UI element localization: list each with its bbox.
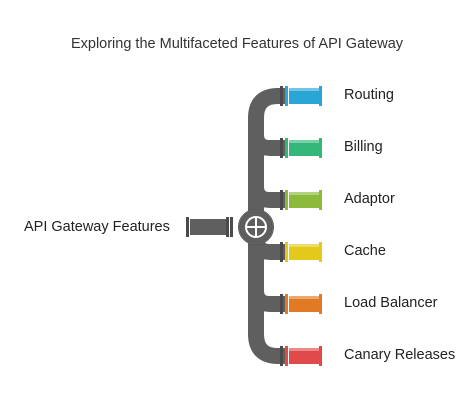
feature-connector-0 (289, 88, 319, 104)
root-label: API Gateway Features (24, 219, 170, 235)
flange (285, 190, 288, 210)
diagram-title: Exploring the Multifaceted Features of A… (70, 36, 404, 52)
connector-highlight (289, 88, 319, 91)
feature-label-3: Cache (344, 243, 386, 259)
input-pipe (190, 219, 226, 235)
valve-rim (238, 209, 274, 245)
branch-pipe (248, 133, 280, 156)
end-flange (319, 294, 322, 314)
connector-highlight (289, 244, 319, 247)
flange (280, 242, 283, 262)
feature-label-0: Routing (344, 87, 394, 103)
end-flange (319, 190, 322, 210)
flange (285, 86, 288, 106)
flange (285, 242, 288, 262)
flange (280, 86, 283, 106)
flange (285, 138, 288, 158)
end-flange (319, 346, 322, 366)
feature-label-4: Load Balancer (344, 295, 438, 311)
branch-pipe (248, 289, 280, 312)
feature-connector-2 (289, 192, 319, 208)
feature-connector-4 (289, 296, 319, 312)
connector-highlight (289, 192, 319, 195)
connector-highlight (289, 140, 319, 143)
feature-connector-1 (289, 140, 319, 156)
end-flange (319, 86, 322, 106)
flange (285, 294, 288, 314)
feature-connector-3 (289, 244, 319, 260)
connector-highlight (289, 296, 319, 299)
input-flange (226, 217, 229, 237)
end-flange (319, 138, 322, 158)
end-flange (319, 242, 322, 262)
flange (285, 346, 288, 366)
feature-label-2: Adaptor (344, 191, 395, 207)
connector-highlight (289, 348, 319, 351)
input-flange (230, 217, 233, 237)
feature-connectors (276, 86, 322, 366)
feature-label-1: Billing (344, 139, 383, 155)
central-valve (238, 209, 274, 245)
branch-pipe (248, 185, 280, 208)
feature-connector-5 (289, 348, 319, 364)
flange (280, 294, 283, 314)
input-flange (186, 217, 189, 237)
feature-label-5: Canary Releases (344, 347, 456, 363)
flange (280, 190, 283, 210)
flange (280, 346, 283, 366)
flange (280, 138, 283, 158)
